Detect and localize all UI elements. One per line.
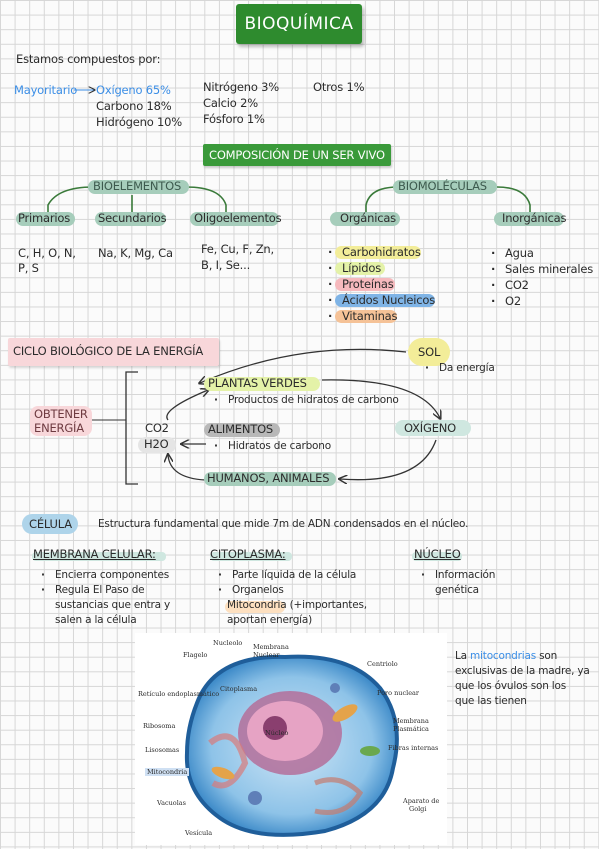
humanos-label: HUMANOS, ANIMALES — [207, 471, 330, 485]
page-title: BIOQUÍMICA — [236, 4, 362, 44]
note-line2: exclusivas de la madre, ya — [455, 665, 590, 677]
obtener-line2: ENERGÍA — [34, 421, 84, 435]
alimentos-note: Hidratos de carbono — [214, 440, 331, 452]
alimentos-label: ALIMENTOS — [208, 422, 274, 436]
secundarios-line1: Na, K, Mg, Ca — [98, 246, 173, 260]
inorganicas-item: CO2 — [491, 278, 529, 292]
primarios-line1: C, H, O, N, — [18, 246, 76, 260]
carbono-percent: Carbono 18% — [96, 99, 172, 113]
label-vacuolas: Vacuolas — [157, 799, 187, 807]
celula-desc: Estructura fundamental que mide 7m de AD… — [98, 518, 469, 530]
primarios-line2: P, S — [18, 261, 39, 275]
organicas-label: Orgánicas — [340, 211, 396, 225]
label-vesicula: Vesícula — [185, 829, 213, 837]
label-fibras: Fibras internas — [388, 744, 439, 752]
inorganicas-item: Sales minerales — [491, 262, 593, 276]
label-membrana-plasmatica-2: Plasmática — [393, 725, 429, 733]
otros-percent: Otros 1% — [313, 80, 365, 94]
plantas-label: PLANTAS VERDES — [208, 376, 307, 390]
mayoritario-label: Mayoritario — [14, 83, 78, 97]
label-membrana-nuclear-1: Membrana — [253, 643, 289, 651]
oligoelementos-line1: Fe, Cu, F, Zn, — [201, 242, 274, 256]
note-line3: que los óvulos son los — [455, 680, 567, 692]
bioelementos-title: BIOELEMENTOS — [93, 179, 182, 193]
label-poro: Poro nuclear — [377, 689, 420, 697]
nitrogeno-percent: Nitrógeno 3% — [203, 80, 280, 94]
label-aparato-1: Aparato de — [403, 797, 440, 805]
label-flagelo: Flagelo — [183, 651, 208, 659]
cell-illustration — [184, 654, 399, 837]
citoplasma-bullet-cont: Mitocondria (+importantes, — [227, 599, 367, 611]
note-line1: La mitocondrias son — [455, 650, 558, 662]
secundarios-label: Secundarios — [98, 211, 167, 225]
hidrogeno-percent: Hidrógeno 10% — [96, 115, 182, 129]
cell-diagram: Nucleolo Flagelo Membrana Nuclear Centri… — [135, 633, 447, 845]
obtener-line1: OBTENER — [34, 407, 88, 421]
membrana-bullet: Regula El Paso de — [41, 584, 145, 596]
organicas-item: Vitaminas — [328, 309, 398, 323]
sol-label: SOL — [418, 345, 441, 359]
oligoelementos-label: Oligoelementos — [194, 211, 282, 225]
membrana-bullet: Encierra componentes — [41, 569, 169, 581]
label-nucleolo: Nucleolo — [213, 639, 243, 647]
citoplasma-bullet: Organelos — [218, 584, 284, 596]
membrana-bullet-cont: sustancias que entra y — [55, 599, 170, 611]
inorganicas-item: O2 — [491, 294, 521, 308]
label-nucleo: Núcleo — [265, 729, 289, 737]
biomoleculas-title: BIOMOLÉCULAS — [398, 179, 487, 193]
plantas-note: Productos de hidratos de carbono — [214, 394, 399, 406]
nucleo-bullet-cont: genética — [435, 584, 479, 596]
label-reticulo: Retículo endoplasmático — [138, 690, 220, 698]
membrana-title: MEMBRANA CELULAR: — [33, 547, 156, 561]
nucleo-title: NÚCLEO — [414, 547, 461, 561]
intro-text: Estamos compuestos por: — [16, 52, 161, 66]
h2o-label: H2O — [144, 437, 169, 451]
inorganicas-item: Agua — [491, 246, 534, 260]
note-line4: que las tienen — [455, 695, 527, 707]
oxigeno-label: OXÍGENO — [404, 421, 457, 435]
label-lisosomas: Lisosomas — [145, 746, 180, 754]
fosforo-percent: Fósforo 1% — [203, 112, 265, 126]
organicas-item: Lípidos — [328, 261, 381, 275]
label-mitocondria: Mitocondria — [145, 768, 190, 776]
oxigeno-percent: Oxígeno 65% — [96, 83, 171, 97]
calcio-percent: Calcio 2% — [203, 96, 258, 110]
label-centriolo: Centriolo — [367, 660, 398, 668]
section-composicion: COMPOSICIÓN DE UN SER VIVO — [203, 144, 391, 166]
organicas-item: Carbohidratos — [328, 245, 421, 259]
citoplasma-bullet: Parte líquida de la célula — [218, 569, 356, 581]
label-membrana-nuclear-2: Nuclear — [253, 651, 280, 659]
nucleo-bullet: Información — [421, 569, 496, 581]
organicas-item: Proteínas — [328, 277, 394, 291]
celula-label: CÉLULA — [29, 517, 72, 531]
oligoelementos-line2: B, I, Se... — [201, 258, 251, 272]
citoplasma-bullet-cont: aportan energía) — [227, 614, 313, 626]
label-membrana-plasmatica-1: Membrana — [393, 717, 429, 725]
label-citoplasma: Citoplasma — [220, 685, 258, 693]
co2-label: CO2 — [145, 421, 169, 435]
label-aparato-2: Golgi — [409, 805, 427, 813]
primarios-label: Primarios — [18, 211, 71, 225]
inorganicas-label: Inorgánicas — [502, 211, 567, 225]
label-ribosoma: Ribosoma — [143, 722, 176, 730]
sol-note: Da energía — [425, 362, 495, 374]
organicas-item: Ácidos Nucleicos — [328, 293, 435, 307]
ciclo-title: CICLO BIOLÓGICO DE LA ENERGÍA — [13, 344, 204, 358]
citoplasma-title: CITOPLASMA: — [210, 547, 286, 561]
membrana-bullet-cont: salen a la célula — [55, 614, 137, 626]
